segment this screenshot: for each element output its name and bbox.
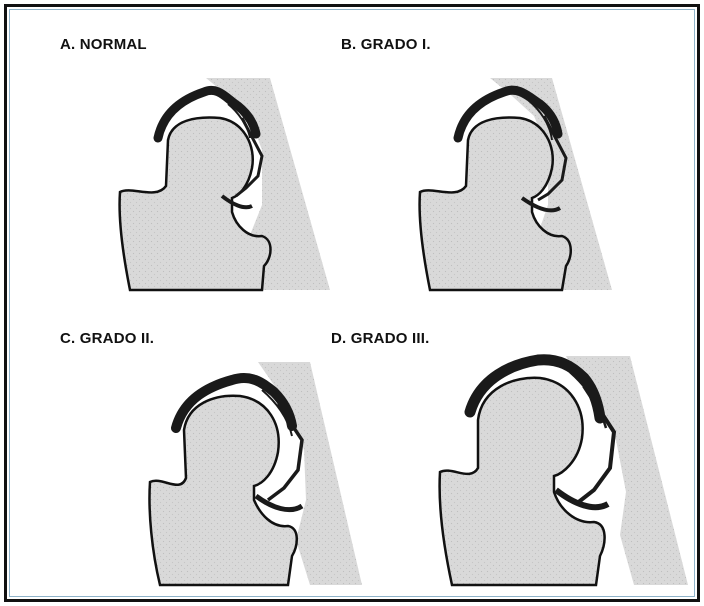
femur <box>440 378 605 585</box>
femur <box>120 118 271 290</box>
hip-normal <box>120 78 330 290</box>
hip-grado-1 <box>420 78 612 290</box>
femur <box>149 396 296 585</box>
hip-grado-3 <box>440 356 688 585</box>
hip-grado-2 <box>149 362 362 585</box>
capsule <box>256 496 302 510</box>
